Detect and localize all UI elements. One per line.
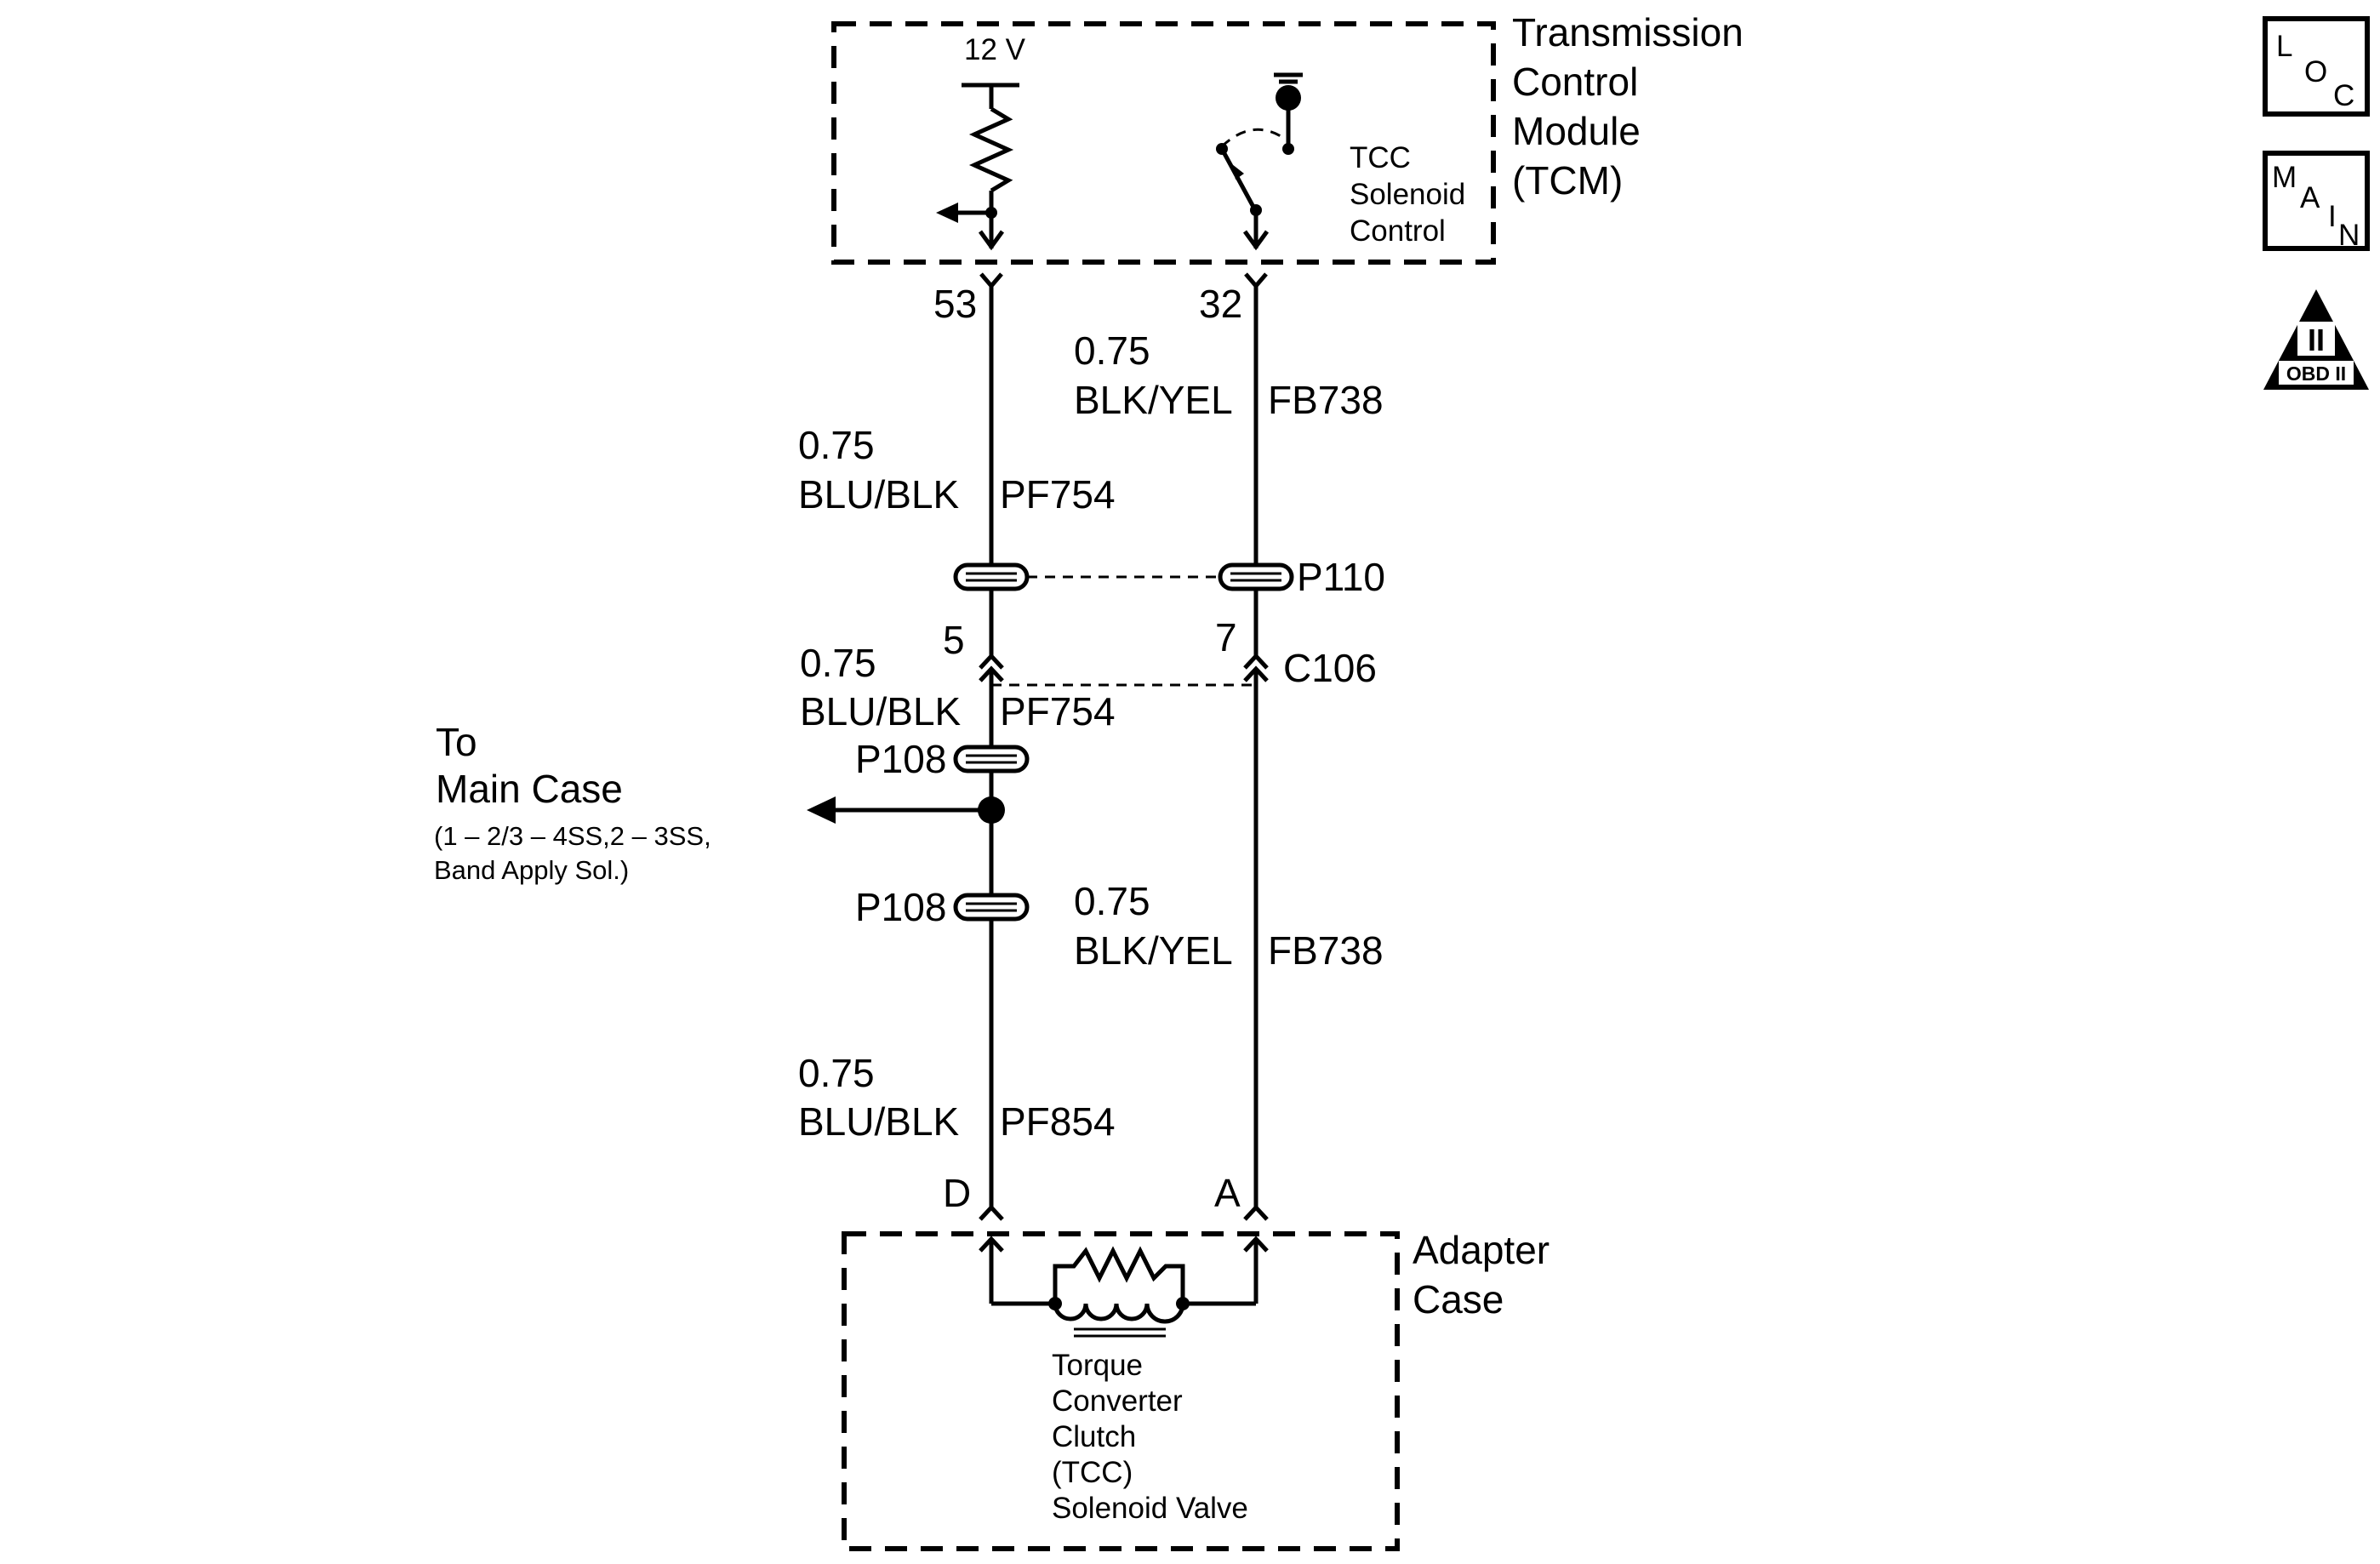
to-main-case-detail-2: Band Apply Sol.) (434, 855, 629, 885)
resistor-symbol (968, 106, 1014, 193)
valve-resistor (1053, 1246, 1185, 1304)
c106-pin-5: 5 (943, 618, 965, 662)
valve-coil-icon (1053, 1303, 1185, 1324)
valve-label-line-5: Solenoid Valve (1052, 1492, 1248, 1525)
loc-badge[interactable]: L O C (2263, 16, 2370, 117)
obd-label: OBD II (2286, 362, 2346, 385)
left-lower-gauge: 0.75 (798, 1051, 875, 1095)
left-middle-color: BLU/BLK (800, 689, 962, 733)
tcm-title-line-1: Transmission (1512, 10, 1744, 54)
c106-label: C106 (1283, 646, 1377, 690)
signal-arrow-icon (936, 203, 958, 223)
to-main-case-line-1: To (436, 720, 477, 764)
left-lower-circuit: PF854 (1000, 1099, 1116, 1144)
tcm-pin-32: 32 (1199, 282, 1242, 326)
p108-upper-label: P108 (855, 737, 946, 781)
left-middle-circuit: PF754 (1000, 689, 1116, 733)
left-upper-color: BLU/BLK (798, 472, 960, 517)
tcc-control-line-1: TCC (1350, 141, 1411, 174)
tcm-boundary (831, 21, 1496, 265)
p110-left-connector (953, 562, 1030, 591)
tcm-module: Transmission Control Module (TCM) 12 V (831, 10, 1744, 265)
adapter-pin-d: D (943, 1171, 971, 1215)
to-main-case-detail-1: (1 – 2/3 – 4SS,2 – 3SS, (434, 821, 711, 851)
main-letter-m: M (2272, 161, 2297, 194)
p108-lower-connector (953, 893, 1030, 922)
main-letter-i: I (2328, 200, 2337, 233)
adapter-case: Adapter Case Torque Converter Clutch (TC… (842, 1228, 1550, 1551)
p110-right-connector (1218, 562, 1294, 591)
tcc-control-line-2: Solenoid (1350, 178, 1465, 211)
p108-upper-connector (953, 745, 1030, 773)
p110-label: P110 (1297, 555, 1385, 599)
valve-label-line-2: Converter (1052, 1384, 1183, 1418)
right-upper-color: BLK/YEL (1074, 378, 1233, 422)
main-badge[interactable]: M A I N (2263, 151, 2370, 252)
switch-travel-arc (1220, 128, 1281, 148)
right-lower-gauge: 0.75 (1074, 879, 1150, 923)
left-upper-circuit: PF754 (1000, 472, 1116, 517)
switch-blade (1219, 147, 1257, 210)
voltage-label: 12 V (964, 33, 1026, 66)
obd-numeral: II (2308, 323, 2325, 357)
valve-label-line-1: Torque (1052, 1349, 1143, 1382)
main-letter-n: N (2338, 219, 2360, 252)
p108-lower-label: P108 (855, 885, 946, 929)
left-upper-gauge: 0.75 (798, 423, 875, 467)
adapter-boundary (842, 1231, 1400, 1551)
left-circuit: 53 0.75 BLU/BLK PF754 5 0.75 BLU/BLK PF7… (798, 272, 1116, 1304)
right-lower-circuit: FB738 (1268, 928, 1384, 973)
right-lower-color: BLK/YEL (1074, 928, 1233, 973)
c106-pin-7: 7 (1215, 615, 1237, 659)
loc-letter-c: C (2333, 79, 2354, 112)
adapter-title-line-1: Adapter (1413, 1228, 1550, 1272)
tcm-title-line-4: (TCM) (1512, 158, 1623, 203)
valve-label-line-3: Clutch (1052, 1420, 1136, 1453)
tcm-pin-53: 53 (933, 282, 977, 326)
right-upper-circuit: FB738 (1268, 378, 1384, 422)
tcm-title-line-2: Control (1512, 60, 1638, 104)
tcc-control-line-3: Control (1350, 214, 1446, 248)
tcc-solenoid-valve-symbol (991, 1246, 1256, 1338)
adapter-title-line-2: Case (1413, 1277, 1504, 1321)
left-middle-gauge: 0.75 (800, 641, 876, 685)
right-circuit: 32 0.75 BLK/YEL FB738 P110 7 C106 0.75 B… (991, 272, 1385, 1304)
tcc-switch-circuit: TCC Solenoid Control (1216, 72, 1465, 251)
valve-label-line-4: (TCC) (1052, 1456, 1133, 1489)
tcm-title-line-3: Module (1512, 109, 1641, 153)
main-letter-a: A (2300, 181, 2320, 214)
right-upper-gauge: 0.75 (1074, 328, 1150, 373)
adapter-pin-a: A (1214, 1171, 1241, 1215)
pullup-resistor-circuit: 12 V (936, 33, 1026, 251)
left-lower-color: BLU/BLK (798, 1099, 960, 1144)
to-main-case-line-2: Main Case (436, 767, 623, 811)
to-main-case-label: To Main Case (1 – 2/3 – 4SS,2 – 3SS, Ban… (434, 720, 711, 885)
loc-letter-l: L (2276, 30, 2292, 63)
to-main-case-arrow-icon (807, 796, 836, 824)
loc-letter-o: O (2304, 55, 2327, 88)
obd-ii-badge[interactable]: II OBD II (2263, 289, 2369, 390)
